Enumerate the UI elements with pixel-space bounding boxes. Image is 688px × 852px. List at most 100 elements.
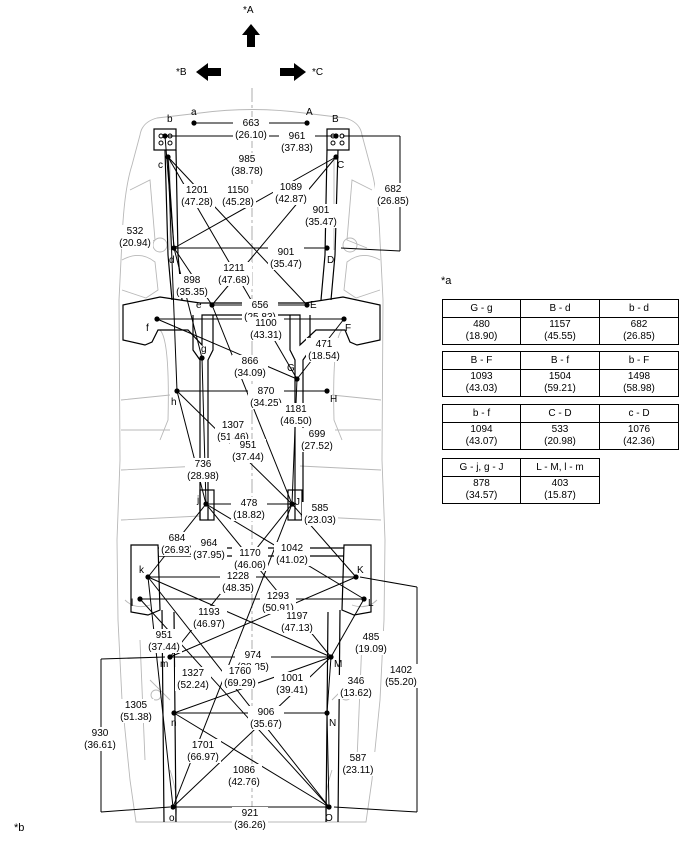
table-cell-label: L - M, l - m [520, 458, 600, 477]
table-cell-value: 533(20.98) [520, 422, 600, 450]
measurement-inch-c-h: (47.28) [181, 197, 213, 208]
measurement-inch-n-O: (42.76) [228, 777, 260, 788]
measurement-inch-l-O: (69.29) [224, 678, 256, 689]
point-l-label: l [131, 598, 133, 609]
measurement-mm-n-O: 1086 [233, 765, 256, 776]
table-cell-value: 682(26.85) [599, 317, 679, 345]
point-j-marker [203, 501, 209, 507]
measurement-mm-L-M: 485 [363, 632, 380, 643]
measurement-mm-l-O: 1760 [229, 666, 252, 677]
measurement-inch-J-K: (23.03) [304, 515, 336, 526]
measurement-label-bg [146, 629, 182, 653]
measurement-inch-M-N: (13.62) [340, 688, 372, 699]
measurement-inch-G-J: (27.52) [301, 441, 333, 452]
measurement-mm-J-K: 585 [312, 503, 329, 514]
measurement-line-k-O [147, 576, 330, 808]
extension-line-1 [340, 247, 401, 252]
measurement-inch-c-E: (38.78) [231, 166, 263, 177]
point-f-label: f [146, 323, 149, 334]
measurement-inch-n-M: (39.41) [276, 685, 308, 696]
measurement-inch-f-F: (43.31) [250, 330, 282, 341]
point-b-marker [162, 133, 168, 139]
table-cell-label: B - d [520, 299, 600, 318]
measurement-mm-d-g: 1211 [223, 263, 245, 274]
point-d-marker [171, 245, 177, 251]
table-cell-label: G - g [442, 299, 521, 318]
measurement-mm-o-M: 1701 [192, 740, 215, 751]
point-L-label: L [368, 598, 374, 609]
measurement-mm-G-J: 699 [309, 429, 326, 440]
measurement-inch-L-M: (19.09) [355, 644, 387, 655]
measurement-inch-f-G: (34.09) [234, 368, 266, 379]
table-cell-label: B - F [442, 351, 521, 370]
table-cell-value: 1094(43.07) [442, 422, 521, 450]
point-n-marker [171, 710, 177, 716]
measurement-mm-h-j: 951 [240, 440, 257, 451]
measurement-label-bg [220, 184, 256, 208]
measurement-mm-c-h: 1201 [186, 185, 209, 196]
point-M-label: M [334, 659, 342, 670]
measurement-mm-f-F: 1100 [255, 318, 277, 329]
measurement-inch-h-H: (34.25) [250, 398, 282, 409]
measurement-label-bg [226, 764, 262, 788]
measurement-mm-h-H: 870 [258, 386, 275, 397]
point-C-label: C [337, 160, 344, 171]
measurement-line-N-O [326, 712, 330, 808]
measurement-label-bg [185, 739, 221, 763]
measurement-label-bg [216, 262, 252, 286]
measurement-label-bg [159, 532, 195, 556]
arrow-up-icon [242, 24, 260, 47]
measurement-inch-F-G: (18.54) [308, 351, 340, 362]
measurement-mm-c-G: 1150 [227, 185, 249, 196]
point-F-label: F [345, 323, 351, 334]
measurement-label-bg [338, 675, 374, 699]
point-d-label: d [169, 255, 175, 266]
dimension-table-1: G - g B - d b - d 480(18.90) 1157(45.55)… [442, 299, 679, 345]
point-A-label: A [306, 107, 313, 118]
arrow-right-icon [280, 63, 306, 81]
measurement-inch-N-O: (23.11) [343, 765, 374, 776]
measurement-inch-j-J: (18.82) [233, 510, 265, 521]
measurement-label-bg [278, 403, 314, 427]
measurement-line-h-j [176, 390, 207, 505]
measurement-label-bg [174, 274, 210, 298]
measurement-label-bg [268, 246, 304, 270]
measurement-mm-C-d: 1089 [280, 182, 303, 193]
measurement-inch-e-J: (46.50) [280, 416, 312, 427]
measurement-inch-K-O: (55.20) [385, 677, 417, 688]
measurement-label-bg [279, 610, 315, 634]
measurement-inch-d-D: (35.47) [270, 259, 302, 270]
measurement-inch-k-M: (46.97) [193, 619, 225, 630]
measurement-label-bg [232, 807, 268, 831]
table-cell-value: 1504(59.21) [520, 369, 600, 397]
point-A-marker [304, 120, 310, 126]
point-G-label: G [287, 363, 295, 374]
point-M-marker [328, 654, 334, 660]
table-cell-label: b - F [599, 351, 679, 370]
measurement-mm-j-k: 684 [169, 533, 186, 544]
measurement-inch-B-D: (26.85) [377, 196, 409, 207]
measurement-mm-a-A: 663 [243, 118, 260, 129]
measurement-inch-g-j: (28.98) [187, 471, 219, 482]
point-H-label: H [330, 394, 337, 405]
measurement-label-bg [303, 204, 339, 228]
point-g-marker [199, 355, 205, 361]
table-cell-label: b - d [599, 299, 679, 318]
point-e-marker [209, 302, 215, 308]
measurement-line-M-N [326, 656, 332, 714]
point-h-label: h [171, 397, 177, 408]
measurement-label-bg [383, 664, 419, 688]
point-G-marker [294, 376, 300, 382]
measurement-inch-a-A: (26.10) [235, 130, 267, 141]
table-cell-label: C - D [520, 404, 600, 423]
measurement-mm-b-B: 961 [289, 131, 306, 142]
measurement-mm-f-G: 866 [242, 356, 259, 367]
table-cell-label: G - j, g - J [442, 458, 521, 477]
extension-line-6 [100, 656, 166, 660]
measurement-labels: 663(26.10)961(37.83)985(38.78)1201(47.28… [82, 117, 419, 831]
arrow-left-icon [196, 63, 221, 81]
measurement-label-bg [191, 606, 227, 630]
extension-line-3 [359, 576, 418, 588]
point-N-marker [324, 710, 330, 716]
